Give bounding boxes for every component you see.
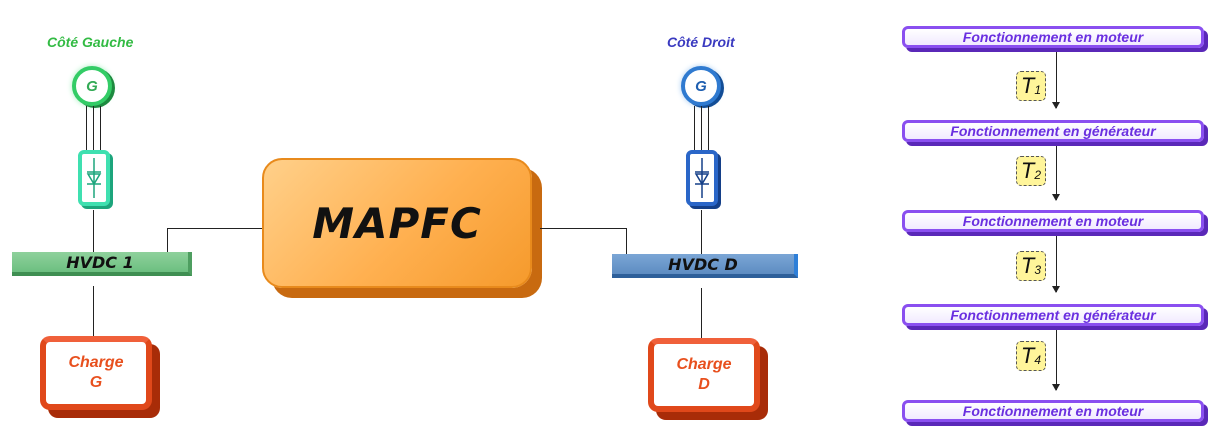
mapfc-label: MAPFC: [312, 198, 482, 248]
flow-arrow-4: [1052, 330, 1060, 391]
left-generator-label: G: [86, 77, 98, 95]
transition-index-4: 4: [1034, 353, 1042, 367]
right-dc-line: [701, 210, 702, 254]
mapfc-block: MAPFC: [262, 158, 532, 288]
state-label-5: Fonctionnement en moteur: [962, 403, 1144, 419]
state-box-5: Fonctionnement en moteur: [902, 400, 1204, 422]
state-label-2: Fonctionnement en générateur: [950, 123, 1156, 139]
left-dc-line: [93, 210, 94, 252]
right-load-line1: Charge: [676, 356, 732, 373]
right-generator-label: G: [695, 77, 707, 95]
transition-index-3: 3: [1034, 263, 1042, 277]
left-phase-line-2: [93, 106, 94, 150]
thyristor-icon: [86, 158, 102, 198]
left-link-vertical: [167, 228, 168, 252]
right-link-vertical: [626, 228, 627, 254]
transition-index-2: 2: [1034, 168, 1042, 182]
transition-symbol-1: T: [1020, 73, 1035, 98]
right-phase-line-3: [708, 106, 709, 150]
left-generator: G: [72, 66, 112, 106]
left-load-line1: Charge: [68, 354, 124, 371]
right-side-title: Côté Droit: [667, 34, 735, 50]
right-converter: [686, 150, 718, 206]
transition-symbol-4: T: [1020, 343, 1035, 368]
thyristor-icon: [694, 158, 710, 198]
right-load-line: [701, 288, 702, 338]
transition-symbol-3: T: [1020, 253, 1035, 278]
state-box-1: Fonctionnement en moteur: [902, 26, 1204, 48]
left-phase-line-1: [86, 106, 87, 150]
left-hvdc-bus: HVDC 1: [12, 252, 192, 276]
state-box-2: Fonctionnement en générateur: [902, 120, 1204, 142]
transition-index-1: 1: [1034, 83, 1042, 97]
left-side-title: Côté Gauche: [47, 34, 134, 50]
state-box-3: Fonctionnement en moteur: [902, 210, 1204, 232]
right-link-horizontal: [540, 228, 626, 229]
state-box-4: Fonctionnement en générateur: [902, 304, 1204, 326]
left-link-horizontal: [167, 228, 262, 229]
right-hvdc-bus: HVDC D: [612, 254, 798, 278]
right-hvdc-label: HVDC D: [668, 254, 738, 274]
flow-arrow-3: [1052, 236, 1060, 293]
left-load: Charge G: [40, 336, 152, 410]
flow-arrow-1: [1052, 52, 1060, 109]
right-generator: G: [681, 66, 721, 106]
left-hvdc-label: HVDC 1: [66, 252, 134, 272]
left-load-line: [93, 286, 94, 336]
left-converter: [78, 150, 110, 206]
right-phase-line-1: [694, 106, 695, 150]
transition-symbol-2: T: [1020, 158, 1035, 183]
flow-arrow-2: [1052, 146, 1060, 201]
right-load-line2: D: [698, 376, 710, 393]
state-label-1: Fonctionnement en moteur: [962, 29, 1144, 45]
state-label-3: Fonctionnement en moteur: [962, 213, 1144, 229]
left-phase-line-3: [100, 106, 101, 150]
right-phase-line-2: [701, 106, 702, 150]
state-label-4: Fonctionnement en générateur: [950, 307, 1156, 323]
right-load: Charge D: [648, 338, 760, 412]
left-load-line2: G: [89, 374, 103, 391]
